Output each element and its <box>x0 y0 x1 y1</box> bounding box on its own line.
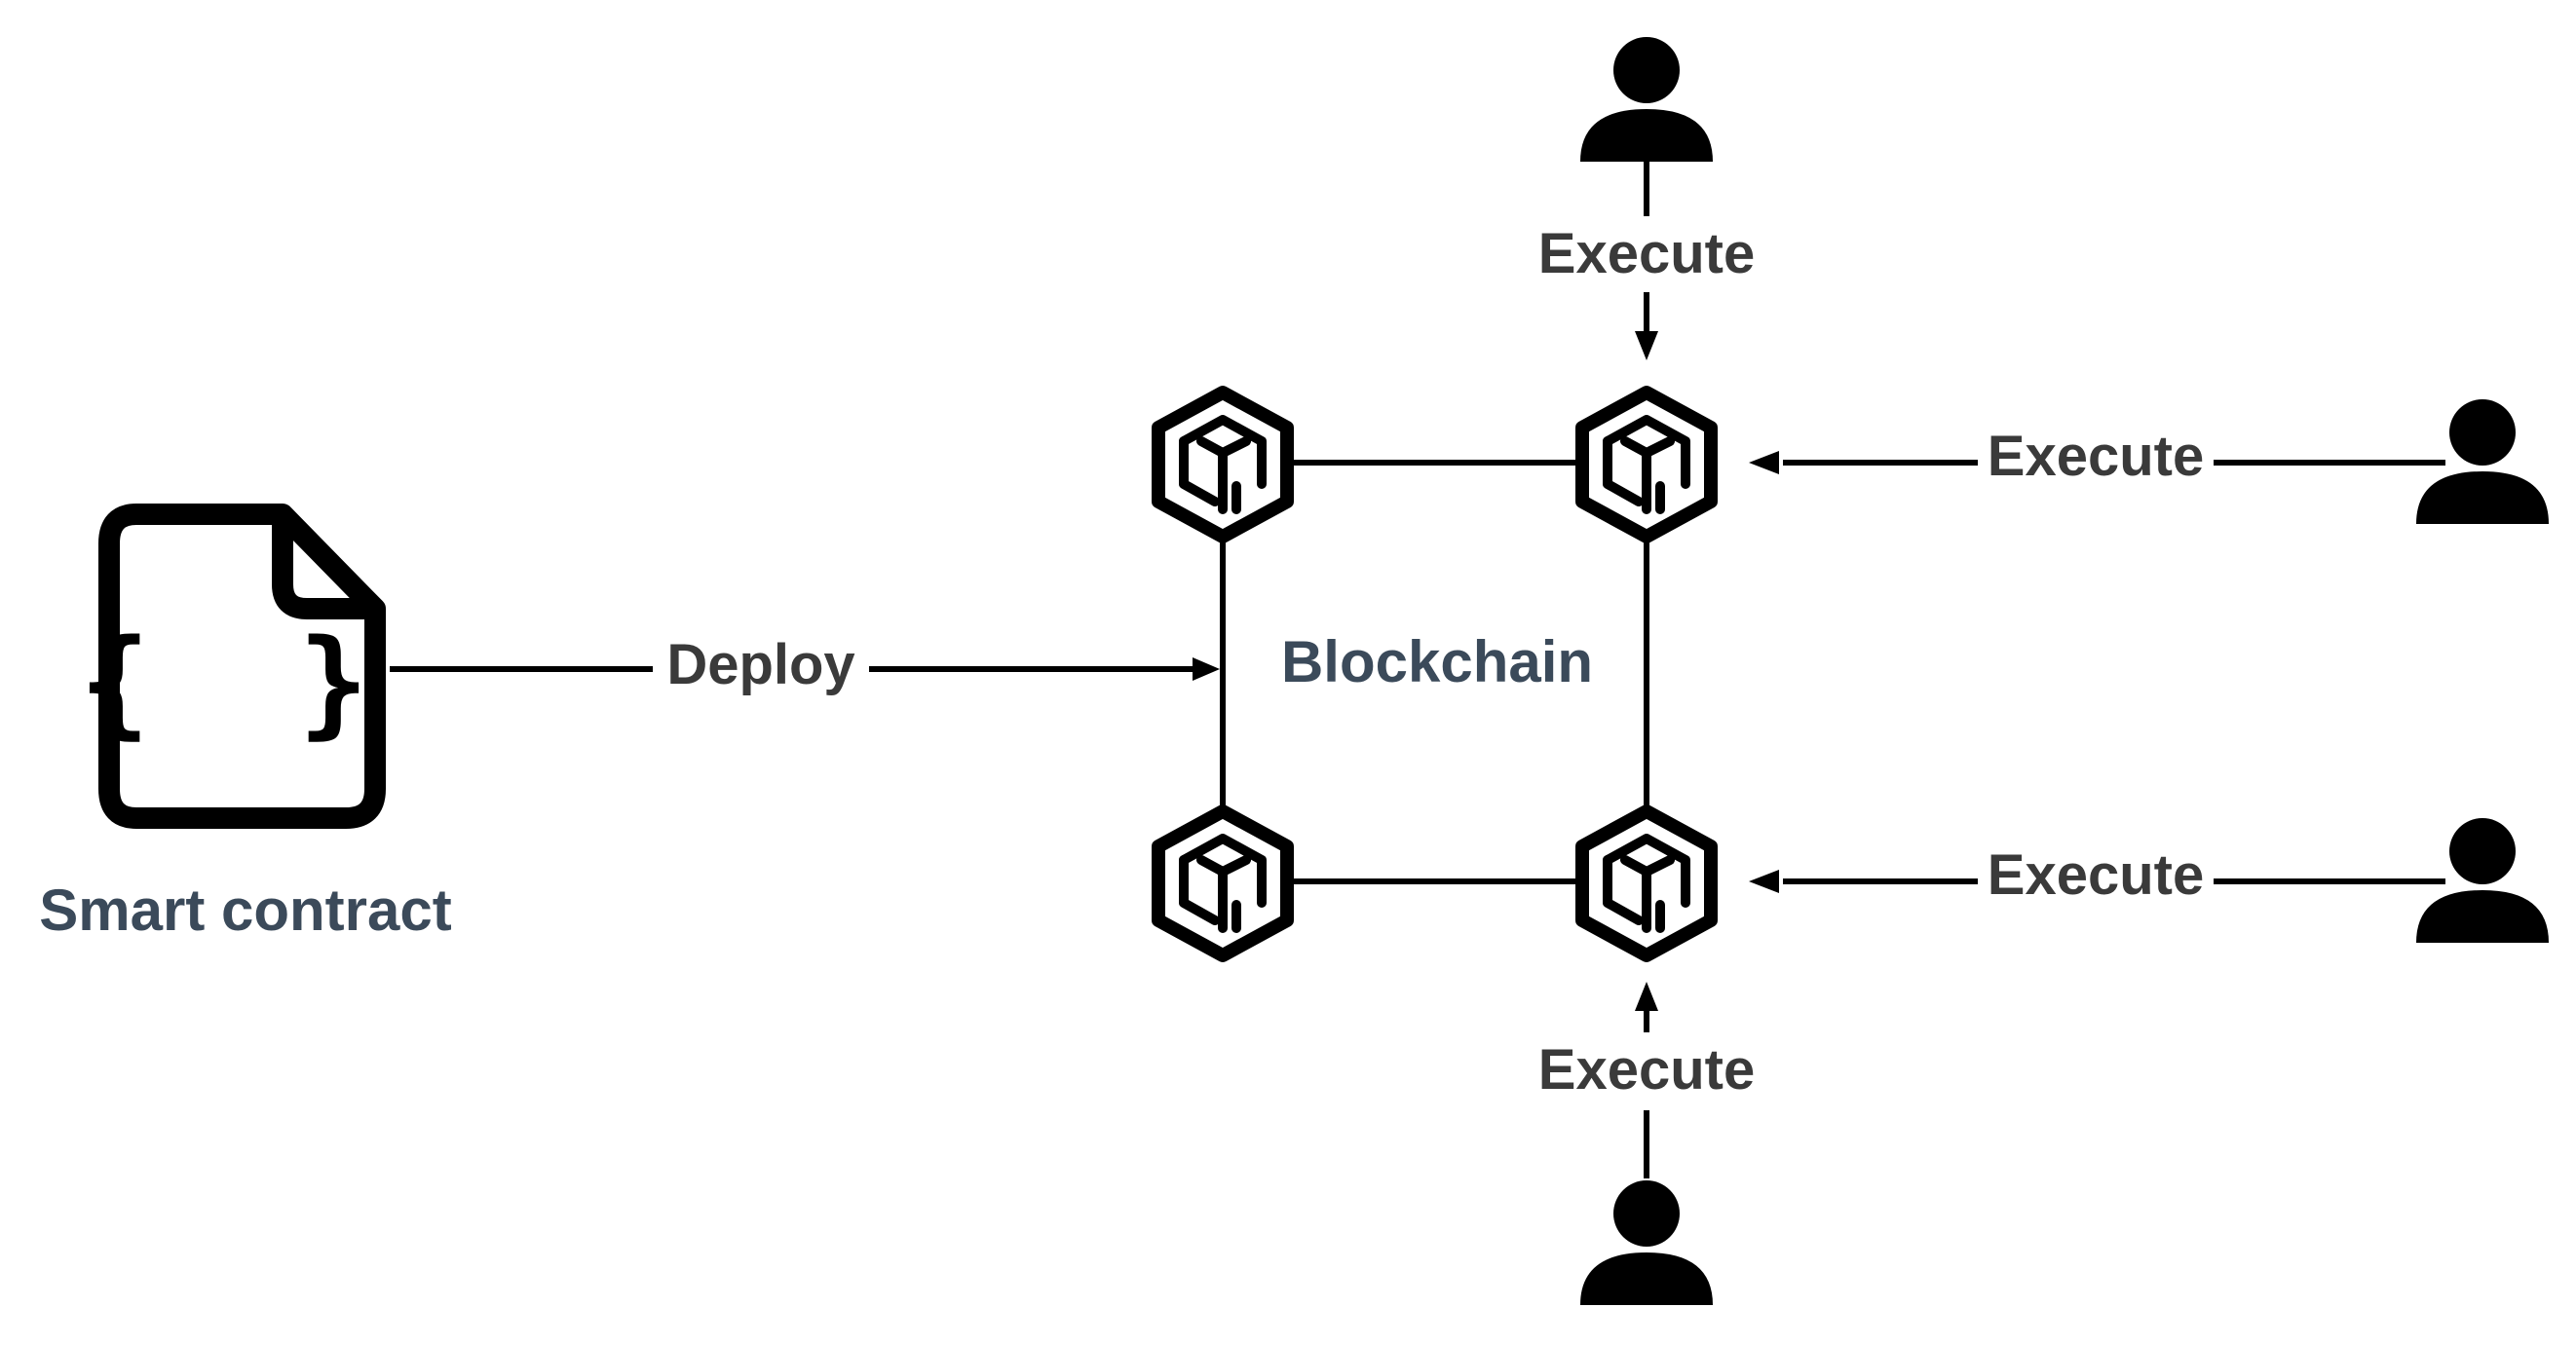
code-braces: { } <box>80 616 408 751</box>
user-icon <box>1580 1180 1713 1305</box>
blockchain-label: Blockchain <box>1281 629 1593 694</box>
smart-contract-label: Smart contract <box>39 878 451 943</box>
smart-contract-node: { } Smart contract <box>39 504 452 943</box>
user-top <box>1580 37 1713 162</box>
execute-edge-right-upper: Execute <box>1749 421 2445 499</box>
execute-label-right-lower: Execute <box>1988 843 2204 907</box>
blockchain-block-icon <box>1582 811 1711 955</box>
blockchain-block-icon <box>1582 392 1711 537</box>
code-document-icon: { } <box>80 504 408 829</box>
deploy-arrowhead <box>1193 657 1220 681</box>
execute-bottom-arrowhead <box>1635 982 1658 1011</box>
execute-label-bottom: Execute <box>1538 1038 1755 1102</box>
block-node-top-left <box>1158 392 1287 537</box>
blockchain-block-icon <box>1158 392 1287 537</box>
execute-label-right-upper: Execute <box>1988 425 2204 488</box>
execute-edge-bottom: Execute <box>1528 982 1765 1178</box>
execute-edge-right-lower: Execute <box>1749 840 2445 917</box>
block-node-top-right <box>1582 392 1711 537</box>
block-node-bottom-left <box>1158 811 1287 955</box>
execute-label-top: Execute <box>1538 222 1755 285</box>
user-icon <box>1580 37 1713 162</box>
user-bottom <box>1580 1180 1713 1305</box>
block-node-bottom-right <box>1582 811 1711 955</box>
execute-right-upper-arrowhead <box>1749 451 1779 474</box>
deploy-label: Deploy <box>666 633 854 696</box>
deploy-edge: Deploy <box>390 628 1220 706</box>
blockchain-block-icon <box>1158 811 1287 955</box>
execute-edge-top: Execute <box>1528 156 1765 360</box>
execute-top-arrowhead <box>1635 331 1658 360</box>
execute-right-lower-arrowhead <box>1749 870 1779 893</box>
